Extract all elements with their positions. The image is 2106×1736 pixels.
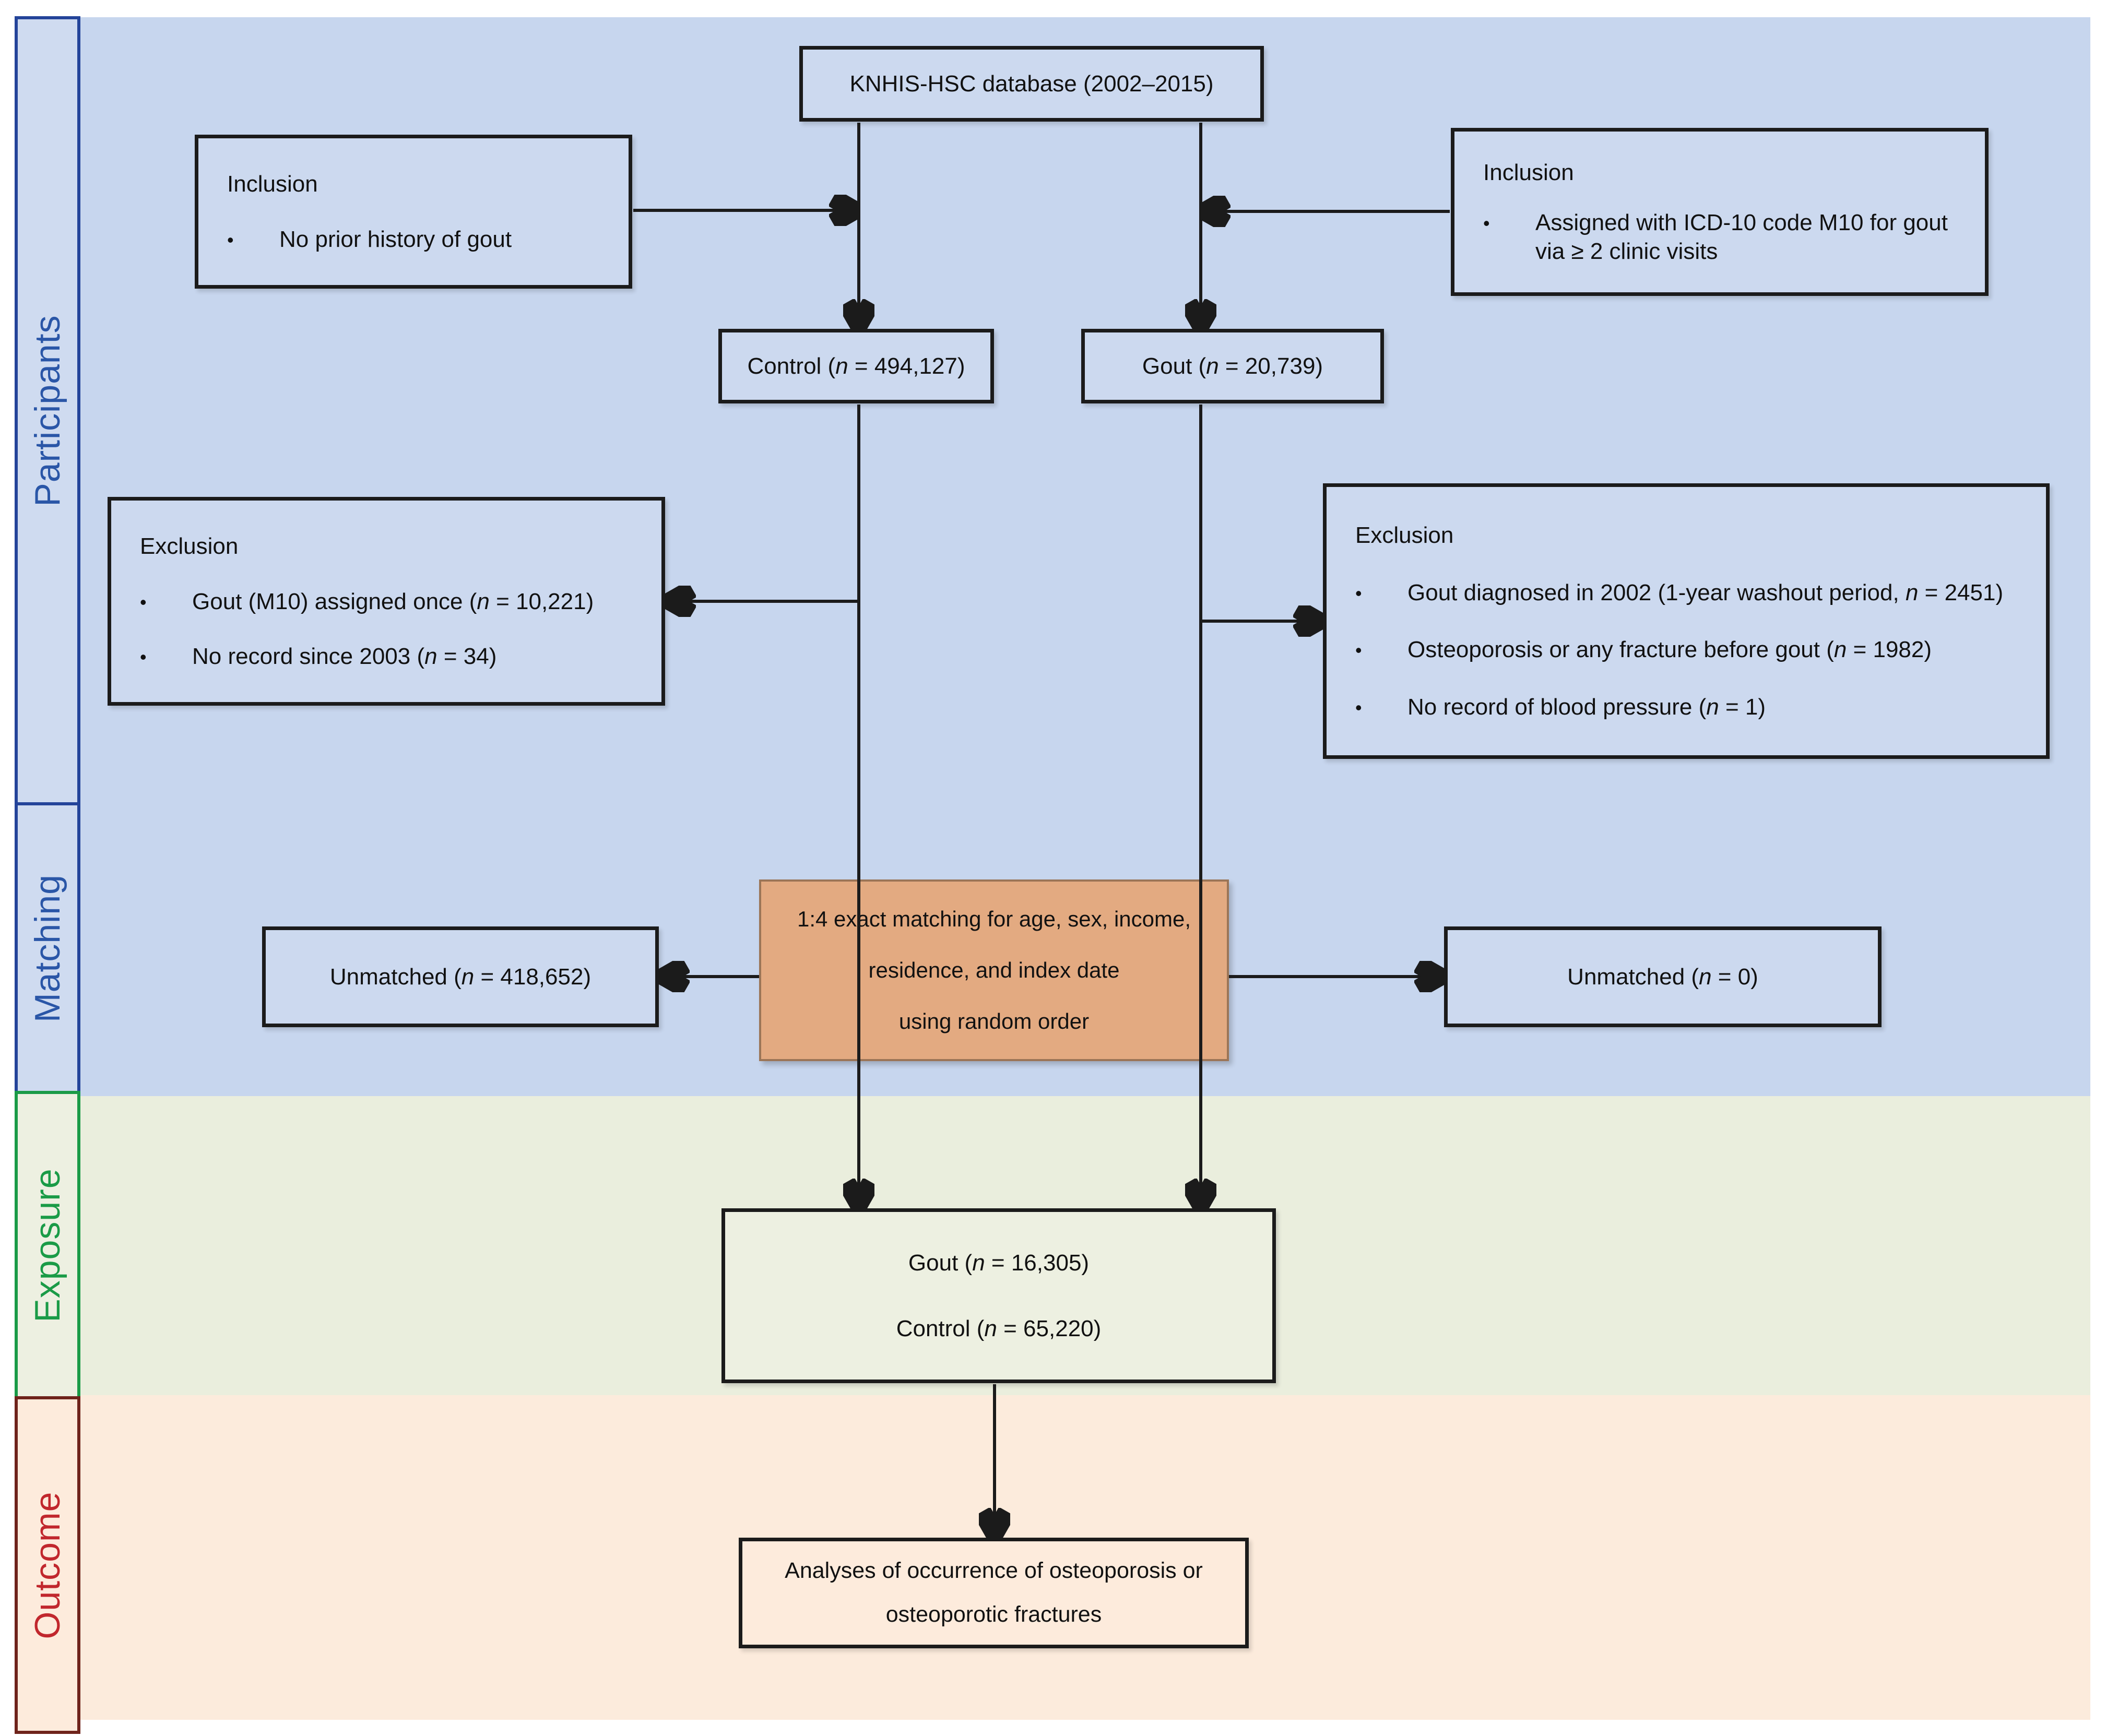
exclusion-left-bullet-2: No record since 2003 (n = 34) — [192, 643, 497, 669]
bullet-item: • Osteoporosis or any fracture before go… — [1355, 635, 2017, 664]
bullet-item: • No record since 2003 (n = 34) — [140, 642, 633, 671]
gout-text: Gout (n = 20,739) — [1142, 353, 1323, 379]
bullet-dot: • — [1355, 697, 1362, 719]
matching-line-3: using random order — [898, 1008, 1090, 1033]
inclusion-left-bullet-1: No prior history of gout — [279, 226, 512, 252]
matching-line-2: residence, and index date — [868, 957, 1120, 982]
sidebar-label-outcome: Outcome — [15, 1396, 80, 1734]
bullet-item: • Assigned with ICD-10 code M10 for gout… — [1483, 208, 1956, 266]
inclusion-right-box: Inclusion • Assigned with ICD-10 code M1… — [1451, 128, 1989, 296]
bullet-item: • Gout (M10) assigned once (n = 10,221) — [140, 587, 633, 616]
exclusion-right-bullet-2: Osteoporosis or any fracture before gout… — [1407, 637, 1932, 663]
control-box: Control (n = 494,127) — [718, 329, 994, 403]
bullet-dot: • — [1483, 212, 1490, 234]
sidebar-label-matching: Matching — [15, 802, 80, 1095]
bullet-dot: • — [1355, 582, 1362, 604]
unmatched-left-text: Unmatched (n = 418,652) — [329, 964, 591, 990]
exclusion-left-box: Exclusion • Gout (M10) assigned once (n … — [108, 497, 665, 706]
exclusion-right-title: Exclusion — [1355, 522, 1454, 548]
outcome-line-2: osteoporotic fractures — [885, 1602, 1102, 1627]
exposure-box: Gout (n = 16,305) Control (n = 65,220) — [721, 1208, 1276, 1383]
outcome-line-1: Analyses of occurrence of osteoporosis o… — [785, 1558, 1203, 1584]
database-box: KNHIS-HSC database (2002–2015) — [799, 46, 1264, 122]
exclusion-right-bullet-1: Gout diagnosed in 2002 (1-year washout p… — [1407, 579, 2004, 605]
sidebar-label-participants: Participants — [15, 16, 80, 805]
unmatched-right-box: Unmatched (n = 0) — [1444, 926, 1882, 1027]
exclusion-left-title: Exclusion — [140, 533, 239, 560]
inclusion-left-box: Inclusion • No prior history of gout — [195, 135, 632, 289]
bullet-item: • No prior history of gout — [227, 225, 600, 254]
database-text: KNHIS-HSC database (2002–2015) — [849, 71, 1214, 97]
bullet-item: • Gout diagnosed in 2002 (1-year washout… — [1355, 578, 2017, 607]
exclusion-right-box: Exclusion • Gout diagnosed in 2002 (1-ye… — [1323, 483, 2050, 759]
unmatched-left-box: Unmatched (n = 418,652) — [262, 926, 659, 1027]
exposure-label-text: Exposure — [28, 1168, 67, 1323]
exclusion-right-bullet-3: No record of blood pressure (n = 1) — [1407, 694, 1766, 720]
gout-box: Gout (n = 20,739) — [1081, 329, 1384, 403]
control-text: Control (n = 494,127) — [747, 353, 965, 379]
bullet-item: • No record of blood pressure (n = 1) — [1355, 693, 2017, 721]
outcome-label-text: Outcome — [28, 1491, 67, 1639]
matching-box: 1:4 exact matching for age, sex, income,… — [759, 879, 1229, 1061]
exclusion-left-bullet-1: Gout (M10) assigned once (n = 10,221) — [192, 588, 594, 614]
exposure-line-2: Control (n = 65,220) — [896, 1315, 1102, 1341]
bullet-dot: • — [227, 229, 234, 251]
bullet-dot: • — [140, 646, 147, 668]
inclusion-left-title: Inclusion — [227, 171, 318, 197]
inclusion-right-title: Inclusion — [1483, 160, 1574, 185]
participants-label-text: Participants — [28, 315, 67, 507]
outcome-box: Analyses of occurrence of osteoporosis o… — [739, 1538, 1249, 1648]
matching-label-text: Matching — [28, 874, 67, 1022]
matching-line-1: 1:4 exact matching for age, sex, income, — [797, 906, 1191, 931]
sidebar-label-exposure: Exposure — [15, 1091, 80, 1400]
exposure-line-1: Gout (n = 16,305) — [908, 1250, 1090, 1276]
unmatched-right-text: Unmatched (n = 0) — [1567, 964, 1758, 990]
bullet-dot: • — [1355, 639, 1362, 661]
bullet-dot: • — [140, 591, 147, 613]
inclusion-right-bullet-1: Assigned with ICD-10 code M10 for gout v… — [1535, 210, 1948, 264]
